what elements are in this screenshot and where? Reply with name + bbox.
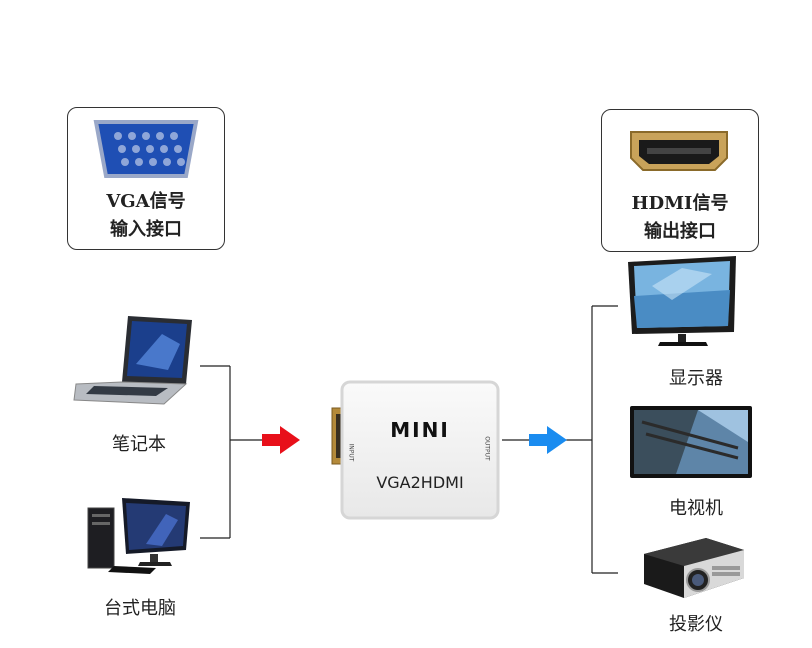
vga-box-line2: 输入接口 xyxy=(110,219,182,240)
vga2hdmi-device-icon xyxy=(331,380,500,520)
device-input-port-label: INPUT xyxy=(347,443,355,462)
hdmi-box-line1: HDMI信号 xyxy=(631,193,729,214)
output-label-monitor: 显示器 xyxy=(669,368,723,389)
input-label-laptop: 笔记本 xyxy=(112,434,166,455)
vga-connector-icon xyxy=(93,120,199,178)
hdmi-output-box: HDMI信号 输出接口 xyxy=(601,109,759,252)
input-arrow-icon xyxy=(262,426,300,454)
device-brand: MINI xyxy=(390,418,450,442)
projector-icon xyxy=(644,538,744,598)
output-label-projector: 投影仪 xyxy=(669,614,723,635)
vga-input-box: VGA信号 输入接口 xyxy=(67,107,225,250)
laptop-icon xyxy=(73,316,192,405)
hdmi-box-line2: 输出接口 xyxy=(644,221,716,242)
device-output-port-label: OUTPUT xyxy=(483,436,491,461)
output-arrow-icon xyxy=(529,426,567,454)
vga-box-line1: VGA信号 xyxy=(106,191,186,212)
device-model: VGA2HDMI xyxy=(376,473,464,492)
desktop-computer-icon xyxy=(87,498,190,574)
tv-icon xyxy=(630,406,752,478)
input-label-desktop: 台式电脑 xyxy=(104,598,176,619)
hdmi-connector-icon xyxy=(630,131,728,171)
monitor-icon xyxy=(628,256,736,346)
output-label-tv: 电视机 xyxy=(669,498,723,519)
